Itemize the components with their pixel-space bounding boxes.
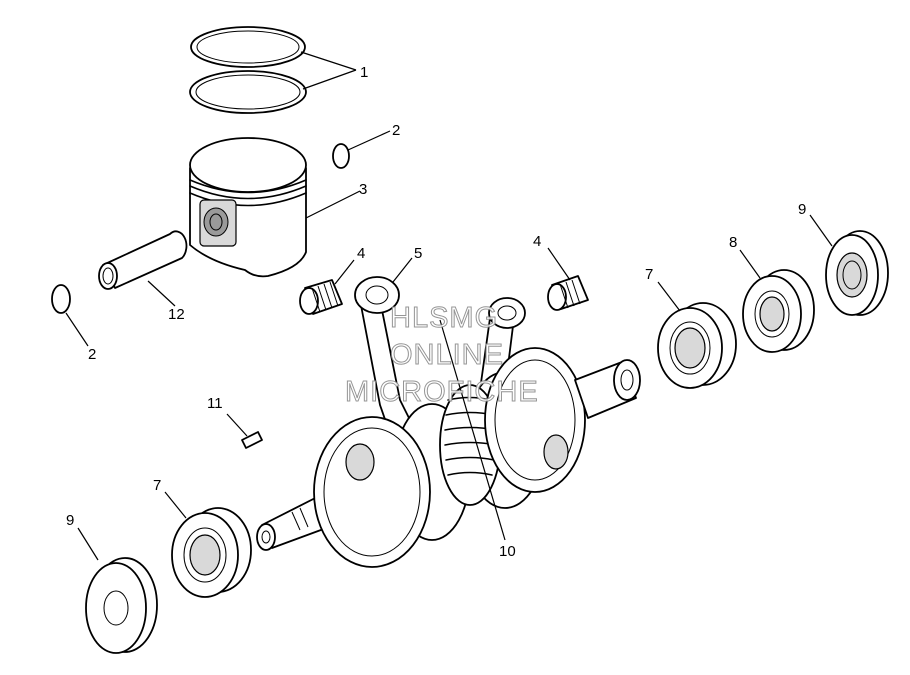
- callout-labels: 1 2 3 4 5 4 7 8 9 12 2 11 7 9 10: [66, 64, 806, 560]
- crankshaft: [256, 347, 641, 568]
- seal: [742, 269, 815, 353]
- circlip-upper: [332, 143, 350, 169]
- woodruff-key: [241, 431, 263, 449]
- callout-8: 8: [729, 234, 737, 251]
- piston: [189, 137, 307, 278]
- needle-bearing-right: [547, 275, 589, 311]
- callout-5: 5: [414, 245, 422, 262]
- watermark-line-2: ONLINE: [390, 339, 504, 371]
- main-bearing-left: [171, 507, 252, 598]
- wrist-pin: [98, 230, 188, 290]
- callout-11: 11: [207, 395, 223, 412]
- callout-9-right: 9: [798, 201, 806, 218]
- seal-retainer-right: [825, 230, 889, 316]
- piston-rings: [189, 26, 307, 114]
- circlip-lower: [51, 284, 71, 314]
- callout-12: 12: [168, 306, 185, 323]
- callout-2-lower: 2: [88, 346, 96, 363]
- leader-lines: [65, 51, 833, 561]
- callout-4-left: 4: [357, 245, 365, 262]
- main-bearing-right: [657, 302, 737, 389]
- watermark-line-1: HLSMG: [390, 302, 498, 334]
- callout-10: 10: [499, 543, 516, 560]
- watermark-line-3: MICROFICHE: [345, 376, 539, 408]
- callout-3: 3: [359, 181, 367, 198]
- callout-4-right: 4: [533, 233, 541, 250]
- needle-bearing-left: [299, 279, 343, 315]
- watermark: HLSMG ONLINE MICROFICHE: [345, 302, 539, 409]
- callout-2-upper: 2: [392, 122, 400, 139]
- callout-7-left: 7: [153, 477, 161, 494]
- callout-1: 1: [360, 64, 368, 81]
- seal-retainer-left: [85, 557, 158, 654]
- callout-7-right: 7: [645, 266, 653, 283]
- callout-9-left: 9: [66, 512, 74, 529]
